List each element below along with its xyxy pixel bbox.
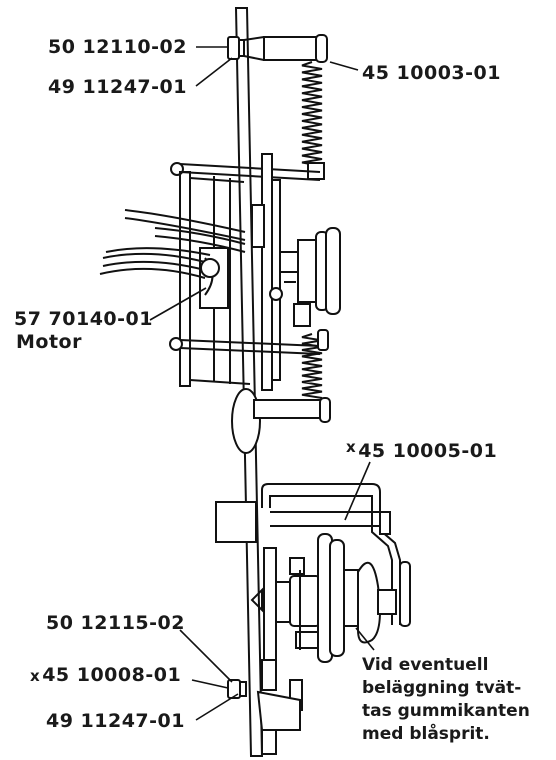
chassis-plate (234, 7, 264, 757)
crank-disc (231, 388, 331, 454)
motor-body (179, 153, 281, 391)
middle-coil-spring (301, 329, 329, 399)
label-top-spring: 45 10003-01 (362, 62, 501, 84)
bottom-fittings (227, 659, 303, 755)
bottom-spring-mark: x (30, 667, 41, 685)
motor-wires (99, 209, 246, 296)
leader-lines (149, 46, 375, 721)
upper-rod (170, 162, 321, 181)
middle-rod (169, 287, 321, 355)
lower-block (215, 501, 257, 543)
note-line-2: beläggning tvät- (362, 678, 522, 698)
label-motor-part: 57 70140-01 (14, 308, 153, 330)
label-bottom-screw: 50 12115-02 (46, 612, 185, 634)
lower-bracket (261, 483, 411, 627)
label-top-screw: 50 12110-02 (48, 36, 187, 58)
note-line-3: tas gummikanten (362, 701, 530, 721)
cleaning-note: Vid eventuell beläggning tvät- tas gummi… (362, 654, 530, 746)
note-line-1: Vid eventuell (362, 655, 489, 675)
lower-pulley-cluster (250, 533, 397, 679)
label-bottom-washer: 49 11247-01 (46, 710, 185, 732)
bottom-spring-number: 45 10008-01 (42, 664, 182, 686)
bracket-part-mark: x (346, 438, 357, 456)
bracket-part-number: 45 10005-01 (358, 440, 498, 462)
label-motor-name: Motor (16, 331, 82, 353)
note-line-4: med blåsprit. (362, 724, 490, 744)
upper-pulley (279, 227, 341, 327)
label-top-washer: 49 11247-01 (48, 76, 187, 98)
top-screw-assembly (227, 34, 328, 63)
top-coil-spring (301, 61, 325, 180)
